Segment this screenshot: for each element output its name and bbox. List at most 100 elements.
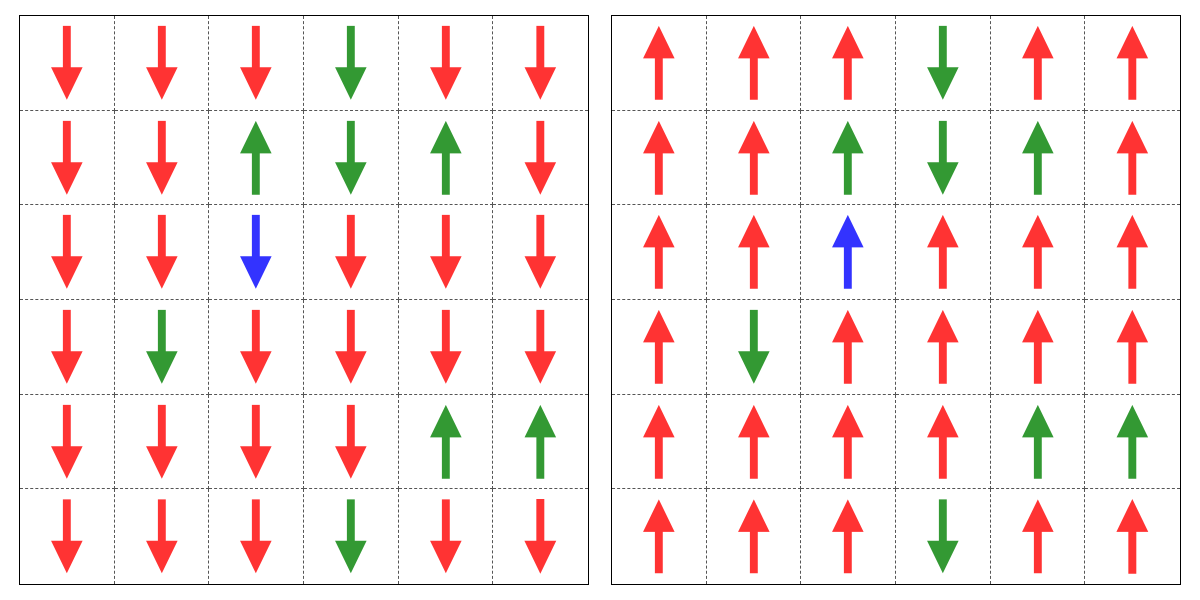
up-arrow-icon (1021, 215, 1054, 290)
spin-cell (209, 394, 304, 490)
spin-cell (895, 16, 991, 111)
spin-cell (398, 16, 494, 111)
spin-cell (115, 489, 210, 584)
down-arrow-icon (51, 120, 83, 195)
spin-cell (706, 394, 802, 490)
spin-cell (801, 205, 896, 300)
spin-cell (1085, 300, 1180, 395)
green-down-arrow (145, 309, 178, 384)
spin-cell (706, 299, 802, 395)
down-arrow-icon (145, 215, 178, 290)
down-arrow-icon (524, 499, 557, 575)
red-up-arrow (643, 120, 675, 195)
down-arrow-icon (429, 309, 462, 384)
spin-cell (612, 394, 707, 490)
red-up-arrow (1116, 120, 1149, 195)
up-arrow-icon (240, 120, 272, 195)
down-arrow-icon (524, 120, 557, 195)
down-arrow-icon (524, 25, 557, 100)
spin-cell (209, 110, 304, 206)
green-up-arrow (1116, 404, 1149, 479)
spin-cell (114, 110, 210, 206)
green-down-arrow (335, 120, 367, 195)
red-down-arrow (51, 25, 83, 100)
up-arrow-icon (1021, 25, 1054, 100)
up-arrow-icon (1021, 309, 1054, 384)
up-arrow-icon (737, 25, 770, 100)
spin-cell (20, 110, 115, 206)
spin-cell (493, 16, 588, 111)
spin-cell (612, 110, 707, 206)
down-arrow-icon (145, 499, 178, 574)
red-up-arrow (1116, 499, 1149, 575)
spin-cell (707, 489, 802, 584)
green-up-arrow (429, 120, 462, 195)
red-up-arrow (643, 499, 675, 574)
spin-cell (20, 299, 115, 395)
spin-cell (303, 16, 399, 111)
down-arrow-icon (240, 404, 272, 479)
red-down-arrow (51, 120, 83, 195)
red-down-arrow (145, 499, 178, 574)
down-arrow-icon (51, 499, 83, 574)
up-arrow-icon (737, 120, 770, 195)
spin-cell (801, 394, 896, 490)
red-up-arrow (1116, 309, 1149, 384)
green-down-arrow (927, 25, 959, 100)
red-up-arrow (737, 404, 770, 479)
up-arrow-icon (1116, 25, 1149, 100)
red-up-arrow (643, 404, 675, 479)
up-arrow-icon (643, 215, 675, 290)
red-down-arrow (145, 120, 178, 195)
spin-cell (801, 110, 896, 206)
down-arrow-icon (927, 499, 959, 574)
spin-cell (990, 299, 1086, 395)
spin-cell (895, 110, 991, 206)
red-down-arrow (429, 309, 462, 384)
down-arrow-icon (335, 215, 367, 290)
spin-cell (209, 489, 304, 584)
down-arrow-icon (335, 120, 367, 195)
spin-cell (706, 16, 802, 111)
spin-cell (612, 16, 707, 111)
green-down-arrow (927, 499, 959, 574)
red-up-arrow (737, 499, 770, 574)
down-arrow-icon (51, 309, 83, 384)
spin-cell (114, 394, 210, 490)
red-down-arrow (145, 25, 178, 100)
red-down-arrow (145, 215, 178, 290)
spin-cell (801, 489, 896, 584)
blue-up-arrow (832, 215, 864, 290)
spin-cell (398, 394, 494, 490)
up-arrow-icon (643, 309, 675, 384)
red-down-arrow (51, 404, 83, 479)
spin-cell (991, 489, 1086, 584)
red-up-arrow (1021, 499, 1054, 574)
up-arrow-icon (832, 404, 864, 479)
spin-cell (493, 205, 588, 300)
red-up-arrow (643, 25, 675, 100)
up-arrow-icon (1116, 215, 1149, 290)
red-down-arrow (335, 215, 367, 290)
spin-cell (990, 16, 1086, 111)
up-arrow-icon (832, 25, 864, 100)
spin-cell (801, 16, 896, 111)
down-arrow-icon (737, 309, 770, 384)
red-up-arrow (832, 404, 864, 479)
spin-cell (895, 205, 991, 300)
down-arrow-icon (335, 499, 367, 574)
down-arrow-icon (524, 309, 557, 384)
red-up-arrow (1021, 309, 1054, 384)
green-up-arrow (240, 120, 272, 195)
down-arrow-icon (429, 499, 462, 574)
up-arrow-icon (643, 25, 675, 100)
spin-cell (398, 110, 494, 206)
spin-cell (398, 299, 494, 395)
up-arrow-icon (927, 215, 959, 290)
spin-cell (209, 299, 304, 395)
down-arrow-icon (335, 309, 367, 384)
up-arrow-icon (1116, 499, 1149, 575)
red-up-arrow (1116, 25, 1149, 100)
red-down-arrow (145, 404, 178, 479)
spin-cell (990, 394, 1086, 490)
